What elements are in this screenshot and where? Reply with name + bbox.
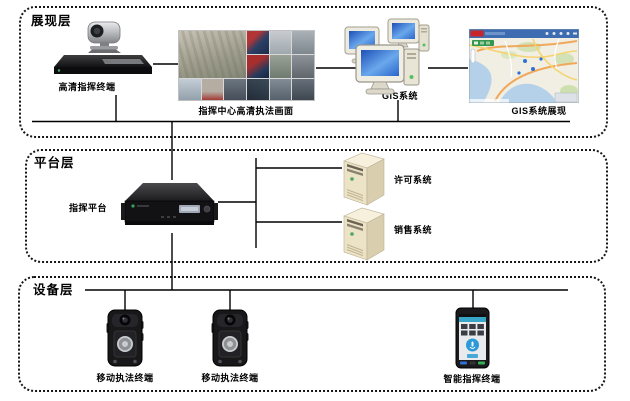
tower-server-icon — [343, 152, 385, 206]
device-layer-box — [18, 276, 606, 392]
license-system-label: 许可系统 — [394, 175, 433, 185]
web-map-image — [468, 28, 580, 104]
video-wall-tile — [246, 79, 269, 100]
device-layer-label: 设备层 — [33, 283, 74, 297]
mobile-terminal-1-device — [106, 309, 144, 369]
video-wall-tile — [246, 31, 269, 55]
command-platform-device — [121, 177, 218, 235]
mobile-terminal-1-label: 移动执法终端 — [96, 373, 154, 383]
license-system-device — [340, 151, 388, 207]
body-camera-icon — [211, 309, 249, 367]
smart-terminal-device — [455, 307, 490, 369]
mobile-terminal-2-device — [211, 309, 249, 369]
video-wall-frame — [178, 30, 315, 101]
gis-system-label: GIS系统 — [381, 91, 418, 101]
gis-system-device — [344, 17, 432, 97]
video-wall-tile — [179, 31, 246, 79]
command-platform-label: 指挥平台 — [68, 203, 107, 213]
sales-system-device — [340, 206, 388, 262]
ptz-camera-codec-icon — [54, 21, 152, 74]
platform-layer-label: 平台层 — [34, 156, 75, 170]
video-wall-tile — [246, 55, 269, 79]
tower-server-icon — [343, 207, 385, 261]
presentation-layer-label: 展现层 — [31, 14, 72, 28]
hd-terminal-label: 高清指挥终端 — [58, 82, 116, 92]
video-wall-tile — [269, 31, 292, 55]
video-wall-tile — [292, 79, 314, 100]
video-wall-tile — [292, 55, 314, 79]
video-wall-tile — [179, 79, 201, 100]
presentation-layer-box — [19, 6, 608, 138]
gis-display-label: GIS系统展现 — [511, 106, 567, 116]
platform-layer-box — [25, 149, 608, 263]
smartphone-icon — [455, 307, 490, 369]
video-wall-tile — [292, 31, 314, 55]
desktop-computers-icon — [344, 18, 430, 95]
video-wall-tile — [269, 55, 292, 79]
video-wall-tile — [269, 79, 292, 100]
gis-display-screen — [468, 28, 580, 104]
sales-system-label: 销售系统 — [394, 225, 433, 235]
rack-server-icon — [121, 183, 218, 225]
mobile-terminal-2-label: 移动执法终端 — [201, 373, 259, 383]
smart-terminal-label: 智能指挥终端 — [443, 374, 501, 384]
hd-terminal-device — [52, 20, 154, 78]
video-wall-label: 指挥中心高清执法画面 — [198, 106, 294, 116]
video-wall-tile — [201, 79, 224, 100]
body-camera-icon — [106, 309, 144, 367]
video-wall-tile — [224, 79, 246, 100]
video-wall — [178, 30, 315, 101]
